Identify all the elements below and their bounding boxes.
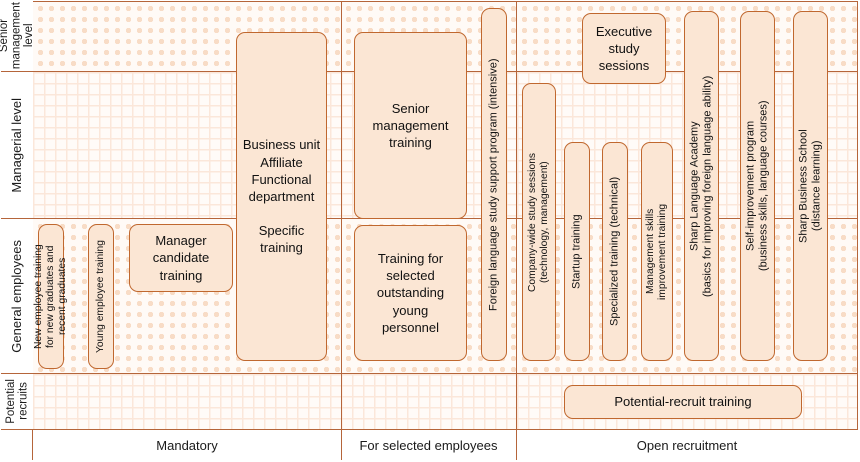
box-senior-management-training[interactable]: Senior management training [354, 32, 467, 219]
row-label-general-employees: General employees [1, 219, 33, 374]
column-separator-selected-open [516, 1, 517, 430]
box-startup-training[interactable]: Startup training [564, 142, 590, 361]
box-training-outstanding-young-personnel[interactable]: Training for selected outstanding young … [354, 225, 467, 361]
box-new-employee-training[interactable]: New employee training for new graduates … [33, 224, 68, 369]
box-executive-study-sessions[interactable]: Executive study sessions [582, 13, 666, 84]
box-company-wide-study-sessions[interactable]: Company-wide study sessions (technology,… [522, 83, 556, 361]
row-label-potential-recruits: Potential recruits [1, 374, 33, 430]
row-label-text: Potential recruits [4, 379, 29, 424]
row-label-senior-management-level: Senior management level [0, 1, 36, 72]
footer-category-strip: Mandatory For selected employees Open re… [33, 430, 858, 460]
box-business-unit-specific-training[interactable]: Business unit Affiliate Functional depar… [236, 32, 327, 361]
box-management-skills-improvement-training[interactable]: Management skills improvement training [641, 142, 673, 361]
box-self-improvement-program[interactable]: Self-improvement program (business skill… [740, 11, 775, 361]
box-foreign-language-study-support[interactable]: Foreign language study support program (… [481, 8, 507, 361]
row-label-managerial-level: Managerial level [1, 72, 33, 219]
footer-label-for-selected-employees: For selected employees [359, 437, 498, 453]
row-label-text: Senior management level [0, 2, 36, 70]
box-manager-candidate-training[interactable]: Manager candidate training [129, 224, 233, 292]
footer-label-mandatory: Mandatory [156, 437, 218, 453]
footer-label-open-recruitment: Open recruitment [636, 437, 738, 453]
box-sharp-business-school[interactable]: Sharp Business School (distance learning… [793, 11, 828, 361]
footer-separator-2 [516, 430, 517, 460]
row-label-text: Managerial level [8, 97, 24, 193]
row-label-text: General employees [8, 239, 24, 353]
row-label-column: Senior management level Managerial level… [0, 1, 36, 460]
footer-separator-1 [341, 430, 342, 460]
box-young-employee-training[interactable]: Young employee training [88, 224, 114, 369]
column-separator-mandatory-selected [341, 1, 342, 430]
box-potential-recruit-training[interactable]: Potential-recruit training [564, 385, 802, 419]
box-sharp-language-academy[interactable]: Sharp Language Academy (basics for impro… [684, 11, 719, 361]
box-specialized-training-technical[interactable]: Specialized training (technical) [602, 142, 628, 361]
